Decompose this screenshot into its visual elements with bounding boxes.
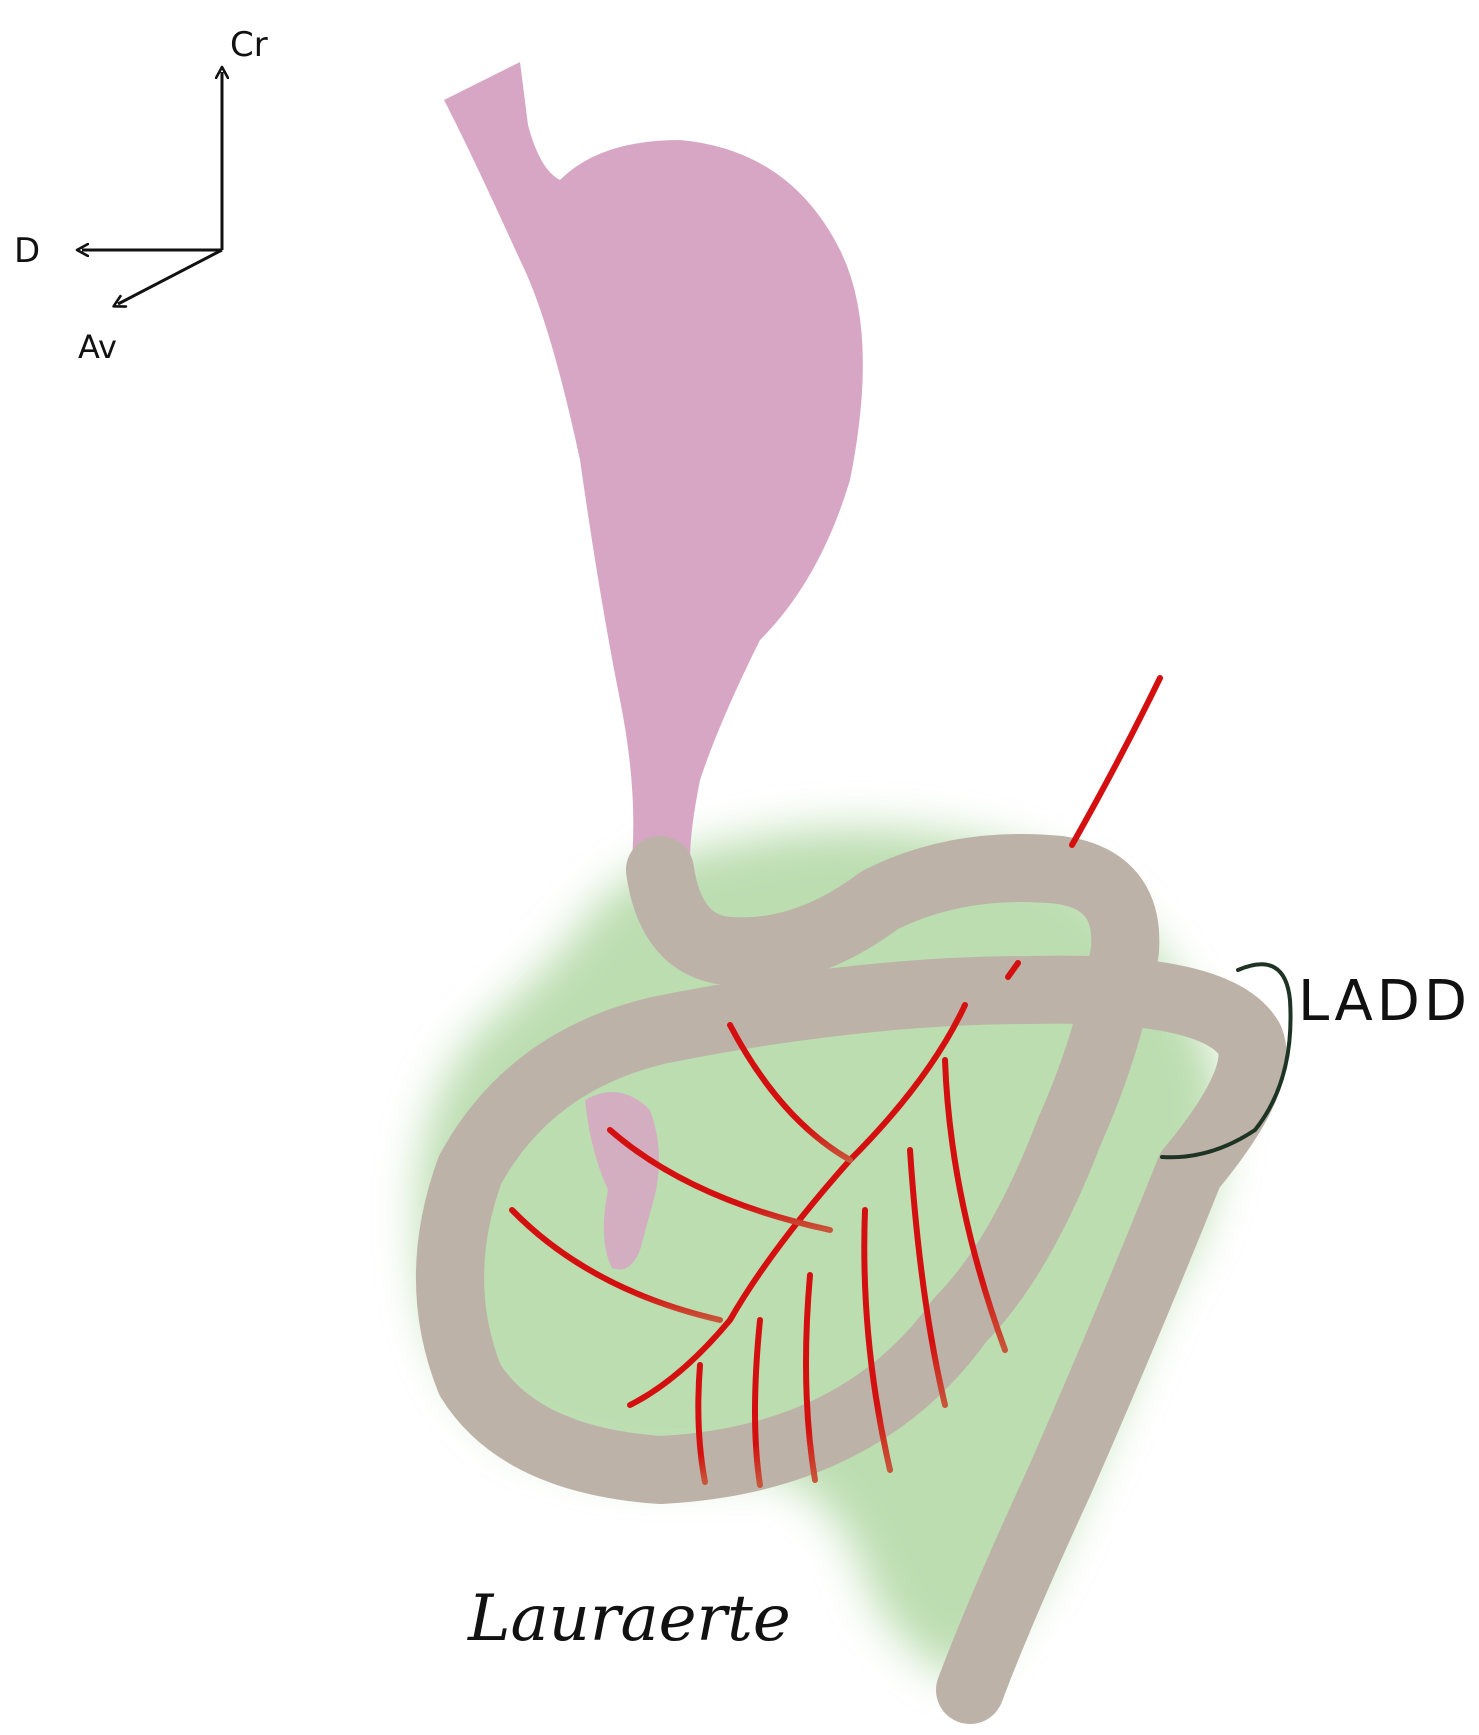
anterior-arrow (118, 250, 222, 304)
right-label: D (14, 231, 40, 271)
anterior-label: Av (78, 328, 117, 366)
signature: Lauraerte (467, 1582, 791, 1656)
cranial-label: Cr (230, 25, 268, 65)
vessel-upper (1072, 678, 1160, 845)
stomach (444, 62, 863, 880)
ladd-label: LADD (1298, 969, 1471, 1034)
orientation-compass: Cr D Av (14, 25, 268, 366)
